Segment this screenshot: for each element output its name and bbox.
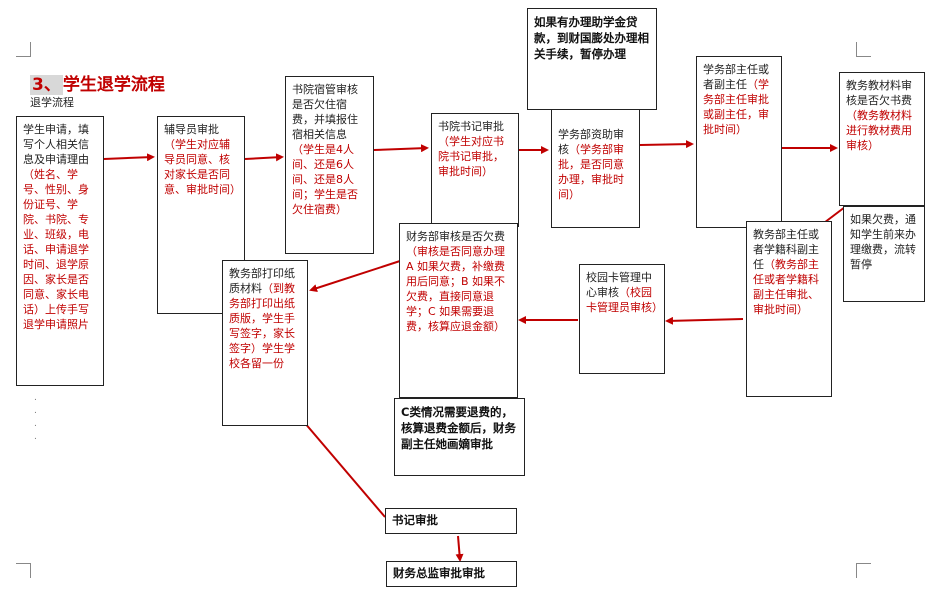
- arrow-registrar-to-card: [665, 316, 744, 325]
- node-secretary-approval: 书记审批: [385, 508, 517, 534]
- node-registrar-approval: 教务部主任或者学籍科副主任（教务部主任或者学籍科副主任审批、审批时间）: [746, 221, 832, 397]
- arrow-student-to-counselor: [103, 153, 155, 162]
- node-student-aid-review: 学务部资助审核（学务部审批，是否同意办理，审批时间）: [551, 106, 640, 228]
- page-title: 3、学生退学流程: [30, 70, 165, 95]
- node-finance-review: 财务部审核是否欠费（审核是否同意办理 A 如果欠费，补缴费用后同意；B 如果不欠…: [399, 223, 518, 398]
- node-student-application: 学生申请，填写个人相关信息及申请理由（姓名、学号、性别、身份证号、学院、书院、专…: [16, 116, 104, 386]
- crop-mark-tl: [16, 42, 31, 57]
- node-dorm-check: 书院宿管审核是否欠住宿费，并填报住宿相关信息（学生是4人间、还是6人间、还是8人…: [285, 76, 374, 254]
- crop-mark-bl: [16, 563, 31, 578]
- title-number: 3、: [30, 75, 63, 95]
- arrow-finance-to-print: [309, 260, 401, 292]
- node-college-secretary: 书院书记审批（学生对应书院书记审批，审批时间）: [431, 113, 519, 227]
- node-aid-loan-note: 如果有办理助学金贷款，到财国膨处办理相关手续，暂停办理: [527, 8, 657, 110]
- node-finance-director-approval: 财务总监审批审批: [386, 561, 517, 587]
- paragraph-marks: . . . .: [34, 393, 37, 442]
- crop-mark-br: [856, 563, 871, 578]
- arrow-dorm-to-secretary: [373, 144, 429, 153]
- arrow-counselor-to-dorm: [244, 153, 284, 162]
- node-student-affairs-director: 学务部主任或者副主任（学务部主任审批或副主任，审批时间）: [696, 56, 782, 228]
- page-subtitle: 退学流程: [30, 96, 74, 109]
- node-textbook-fee-check: 教务教材料审核是否欠书费（教务教材料进行教材费用审核）: [839, 72, 925, 206]
- arrow-aid-to-affairs: [639, 140, 694, 149]
- node-campus-card-review: 校园卡管理中心审核（校园卡管理员审核）: [579, 264, 665, 374]
- node-print-materials: 教务部打印纸质材料（到教务部打印出纸质版，学生手写签字，家长签字）学生学校各留一…: [222, 260, 308, 426]
- arrow-secretary-to-director: [455, 535, 464, 562]
- crop-mark-tr: [856, 42, 871, 57]
- node-textbook-arrears-note: 如果欠费，通知学生前来办理缴费，流转暂停: [843, 206, 925, 302]
- title-text: 学生退学流程: [62, 75, 165, 95]
- node-refund-note: C类情况需要退费的，核算退费金额后，财务副主任她画嫡审批: [394, 398, 525, 476]
